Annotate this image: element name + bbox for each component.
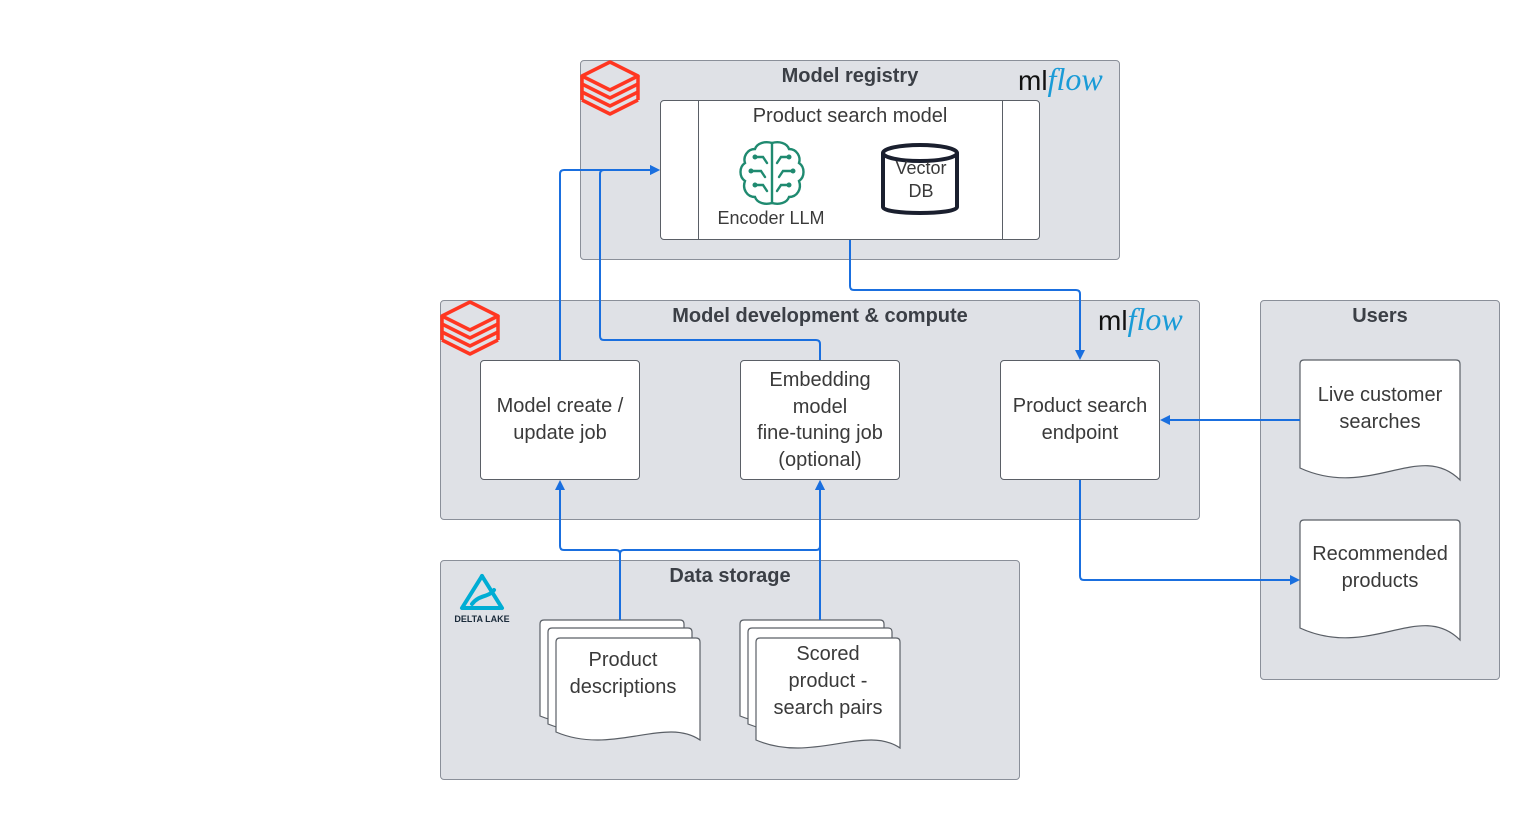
users-title: Users: [1352, 305, 1408, 327]
vector-db-label: Vector DB: [895, 158, 947, 201]
data-storage-title: Data storage: [669, 565, 791, 587]
brain-circuit-icon: [739, 141, 805, 205]
scored-product-search-pairs[interactable]: Scored product - search pairs: [773, 643, 883, 719]
product-search-endpoint-label: Product search endpoint: [1012, 395, 1148, 444]
product-search-model-title: Product search model: [752, 105, 948, 127]
product-search-model-box[interactable]: Product search model Encoder LLM Vector …: [660, 100, 1040, 240]
mlflow-logo-registry: mlflow: [1018, 61, 1103, 97]
database-cylinder-icon: [881, 143, 959, 215]
model-registry-title: Model registry: [781, 65, 919, 87]
live-customer-searches[interactable]: Live customer searches: [1317, 384, 1443, 433]
mlflow-logo-dev: mlflow: [1098, 301, 1183, 337]
embedding-fine-tuning-job-label: Embedding model fine-tuning job (optiona…: [757, 369, 883, 471]
delta-lake-label: DELTA LAKE: [454, 614, 510, 624]
encoder-llm-label: Encoder LLM: [717, 208, 825, 228]
model-development-title: Model development & compute: [672, 305, 968, 327]
embedding-fine-tuning-job[interactable]: Embedding model fine-tuning job (optiona…: [740, 360, 900, 480]
recommended-products[interactable]: Recommended products: [1312, 543, 1448, 592]
users-group: Users: [1260, 300, 1500, 680]
product-search-endpoint[interactable]: Product search endpoint: [1000, 360, 1160, 480]
model-box-right-divider: [1002, 101, 1003, 239]
data-storage-group: Data storage: [440, 560, 1020, 780]
model-create-update-job-label: Model create / update job: [496, 395, 624, 444]
model-create-update-job[interactable]: Model create / update job: [480, 360, 640, 480]
product-descriptions[interactable]: Product descriptions: [569, 649, 677, 698]
